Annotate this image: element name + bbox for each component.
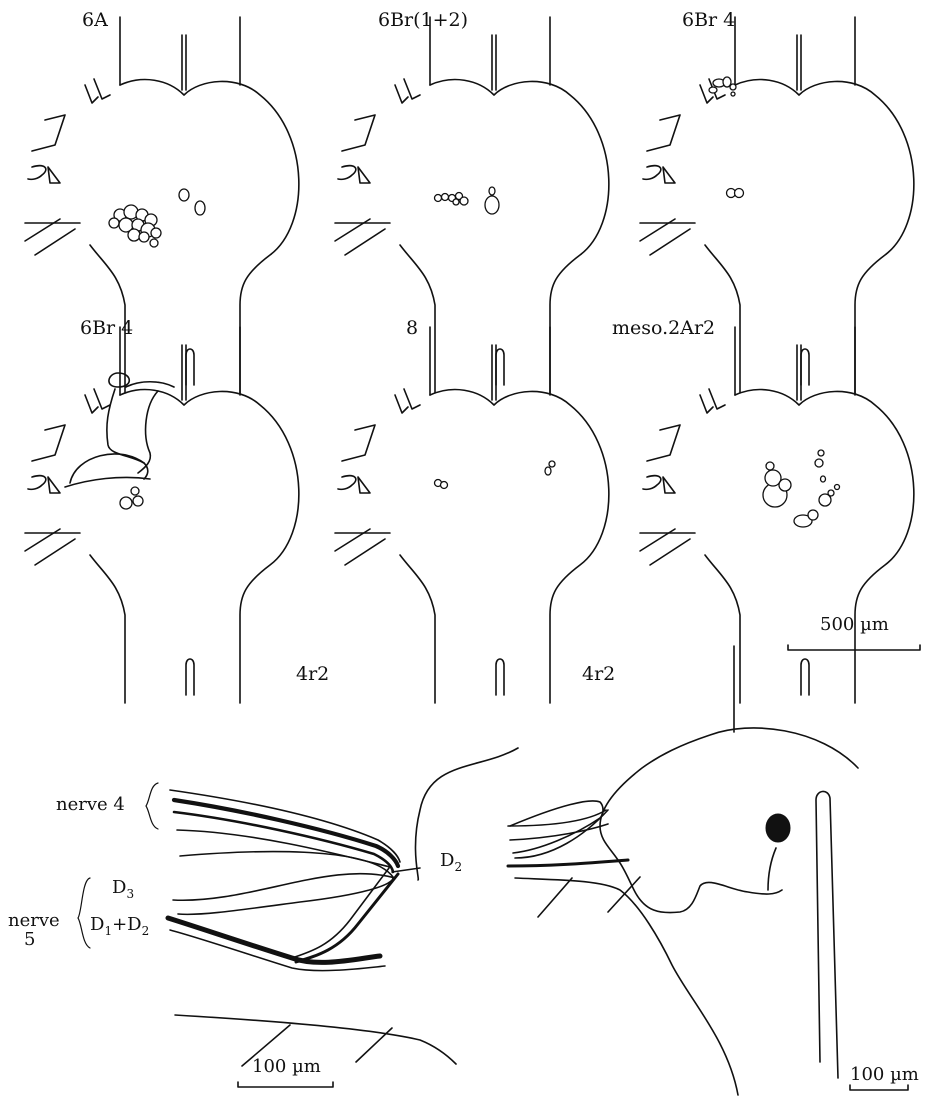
detail-right-label: 4r2 (582, 663, 615, 685)
detail-left-label: 4r2 (296, 663, 329, 685)
panel-6A (25, 17, 299, 393)
scale-bar-500: 500 µm (788, 614, 920, 650)
nerve4-label: nerve 4 (56, 794, 125, 815)
panel-8 (335, 327, 609, 703)
scale-bar-label: 100 µm (850, 1064, 919, 1085)
cell-cluster (763, 450, 840, 527)
detail-left-drawing (168, 748, 518, 1066)
nerve4-brace (146, 783, 158, 829)
panel-6Br4-b (25, 327, 299, 703)
scale-bar-100-right: 100 µm (850, 1064, 919, 1090)
neuron-cell-body (766, 814, 790, 842)
scale-bar-100-left: 100 µm (238, 1056, 333, 1087)
panel-label-3: 6Br 4 (682, 9, 735, 31)
panel-meso2Ar2 (640, 327, 914, 703)
scale-bar-label: 100 µm (252, 1056, 321, 1077)
panel-label-6: meso.2Ar2 (612, 317, 715, 339)
scale-bar-label: 500 µm (820, 614, 889, 635)
cell-cluster (709, 77, 744, 198)
detail-left: 4r2 nerve 4 nerve 5 D3 D1+D2 100 µm (8, 663, 518, 1087)
panel-label-1: 6A (82, 9, 108, 31)
detail-right-drawing (508, 646, 858, 1095)
d3-label: D3 (112, 877, 134, 901)
nerve5-brace (78, 878, 90, 948)
detail-right: 4r2 D2 100 µm (440, 646, 919, 1095)
cell-cluster (435, 461, 556, 489)
panel-label-4: 6Br 4 (80, 317, 133, 339)
panel-label-5: 8 (406, 317, 418, 339)
d1d2-label: D1+D2 (90, 914, 149, 938)
panel-6Br12 (335, 17, 609, 393)
nerve5-number: 5 (24, 929, 35, 950)
panel-label-2: 6Br(1+2) (378, 9, 468, 31)
d2-label: D2 (440, 850, 462, 874)
cell-cluster (109, 189, 205, 247)
nerve5-label: nerve (8, 910, 60, 931)
cell-cluster (435, 187, 500, 214)
